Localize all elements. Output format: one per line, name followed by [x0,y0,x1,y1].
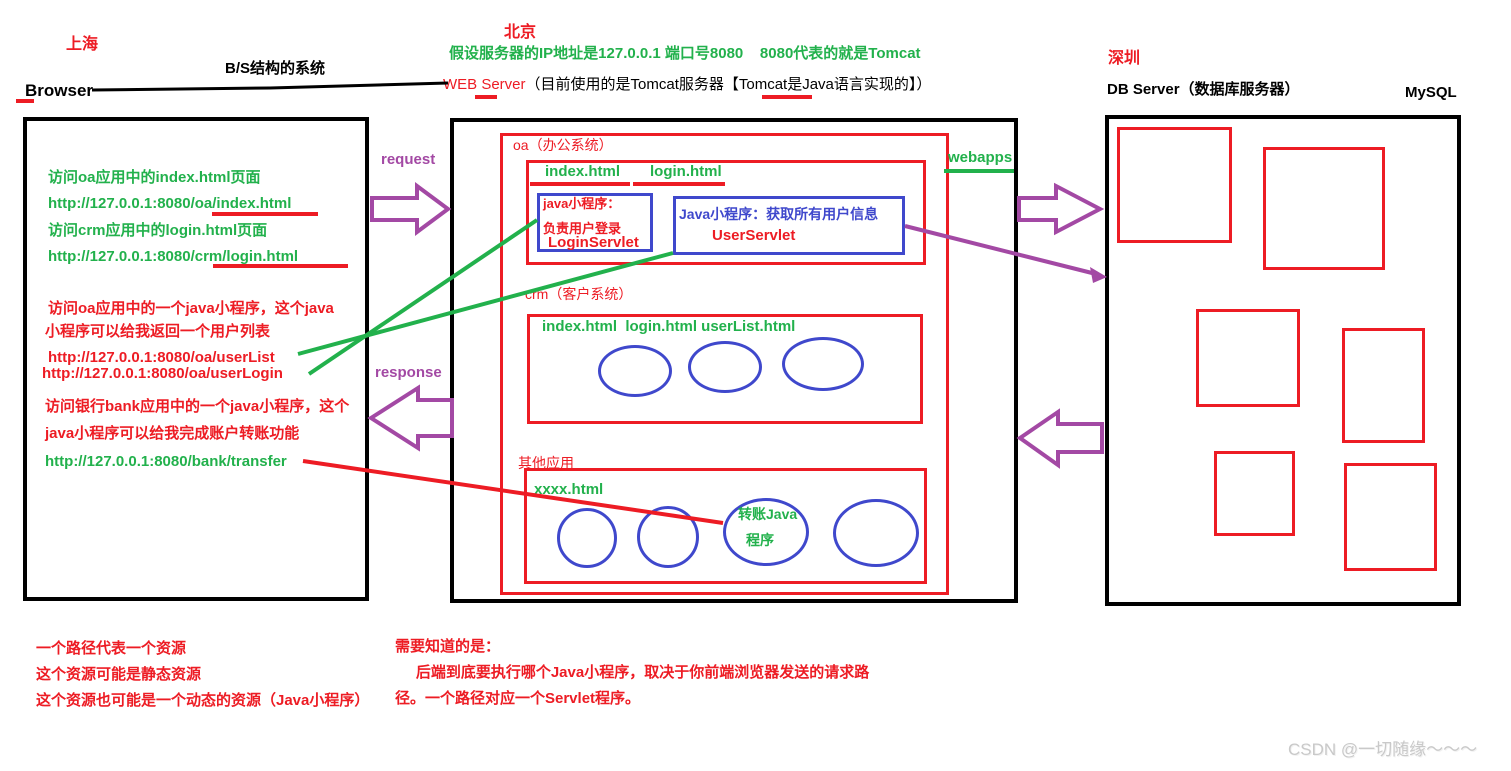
oa-login-underline [633,182,725,186]
oa-index-underline [530,182,630,186]
tomcat-underline [762,95,812,99]
browser-underline [16,99,34,103]
note-path-resource-2: 这个资源可能是静态资源 [36,666,202,683]
other-servlet-circle-2 [637,506,699,568]
web-server-underline [475,95,497,99]
user-servlet-box [673,196,905,255]
oa-file-index: index.html [545,163,621,180]
request-label: request [381,151,436,168]
note-oa-java-1: 访问oa应用中的一个java小程序，这个java [48,300,334,317]
other-file-xxxx: xxxx.html [534,481,604,498]
web-server-note: （目前使用的是Tomcat服务器【Tomcat是Java语言实现的】） [525,76,932,93]
oa-file-login: login.html [650,163,722,180]
login-servlet-name: LoginServlet [548,234,639,251]
url-bank-transfer: http://127.0.0.1:8080/bank/transfer [45,453,287,470]
city-label-beijing: 北京 [504,24,537,41]
webapps-label: webapps [948,149,1013,166]
db-table-rect-6 [1344,463,1437,571]
browser-to-webserver-line [91,81,449,92]
browser-label: Browser [25,81,94,100]
url-oa-userlogin: http://127.0.0.1:8080/oa/userLogin [42,365,283,382]
note-path-resource-3: 这个资源也可能是一个动态的资源（Java小程序） [36,692,370,709]
db-table-rect-3 [1196,309,1300,407]
crm-servlet-ellipse-3 [782,337,864,391]
url-crm-login: http://127.0.0.1:8080/crm/login.html [48,248,299,265]
other-servlet-circle-4 [833,499,919,567]
note-know-line2: 径。一个路径对应一个Servlet程序。 [395,690,641,707]
note-know-line1: 后端到底要执行哪个Java小程序，取决于你前端浏览器发送的请求路 [395,664,870,681]
crm-servlet-ellipse-2 [688,341,762,393]
db-table-rect-4 [1342,328,1425,443]
response-label: response [375,364,442,381]
other-servlet-circle-1 [557,508,617,568]
note-crm-html: 访问crm应用中的login.html页面 [48,222,268,239]
login-servlet-box [537,193,653,252]
other-apps-label: 其他应用 [518,455,574,471]
db-server-panel-box [1105,115,1461,606]
request-arrow [370,182,452,236]
oa-app-box [526,160,926,265]
url-oa-index: http://127.0.0.1:8080/oa/index.html [48,195,292,212]
bs-system-title: B/S结构的系统 [225,60,326,77]
server-assumption-note: 假设服务器的IP地址是127.0.0.1 端口号8080 8080代表的就是To… [449,45,921,62]
city-label-shanghai: 上海 [66,36,99,53]
server-to-db-arrow [1017,182,1105,236]
note-bank-2: java小程序可以给我完成账户转账功能 [45,425,300,442]
transfer-servlet-circle [723,498,809,566]
user-servlet-name: UserServlet [712,227,796,244]
response-arrow [367,384,454,452]
user-servlet-desc: Java小程序：获取所有用户信息 [679,206,879,222]
note-oa-html: 访问oa应用中的index.html页面 [48,169,261,186]
url-crm-login-underline [213,264,348,268]
db-to-server-arrow [1016,408,1104,469]
crm-app-label: crm（客户系统） [525,286,633,302]
login-servlet-line1: java小程序： [543,196,621,211]
note-oa-java-2: 小程序可以给我返回一个用户列表 [45,323,271,340]
other-apps-box [524,468,927,584]
db-table-rect-2 [1263,147,1385,270]
mysql-label: MySQL [1405,84,1457,101]
login-servlet-line2: 负责用户登录 [543,221,622,236]
db-table-rect-1 [1117,127,1232,243]
crm-servlet-ellipse-1 [598,345,672,397]
watermark: CSDN @一切随缘～～～ [1288,740,1478,759]
transfer-servlet-line2: 程序 [746,532,774,548]
note-path-resource-1: 一个路径代表一个资源 [36,640,187,657]
city-label-shenzhen: 深圳 [1108,50,1141,67]
db-server-label: DB Server（数据库服务器） [1107,81,1300,98]
web-server-line: WEB Server（目前使用的是Tomcat服务器【Tomcat是Java语言… [443,76,931,93]
note-bank-1: 访问银行bank应用中的一个java小程序，这个 [45,398,350,415]
oa-app-label: oa（办公系统） [513,137,613,153]
url-oa-userlist: http://127.0.0.1:8080/oa/userList [48,349,275,366]
url-oa-index-underline [212,212,318,216]
web-server-label: WEB Server [443,76,526,93]
webapps-underline [944,169,1014,173]
db-table-rect-5 [1214,451,1295,536]
transfer-servlet-line1: 转账Java [738,506,798,522]
crm-files: index.html login.html userList.html [542,318,796,335]
note-know-title: 需要知道的是： [395,638,501,655]
